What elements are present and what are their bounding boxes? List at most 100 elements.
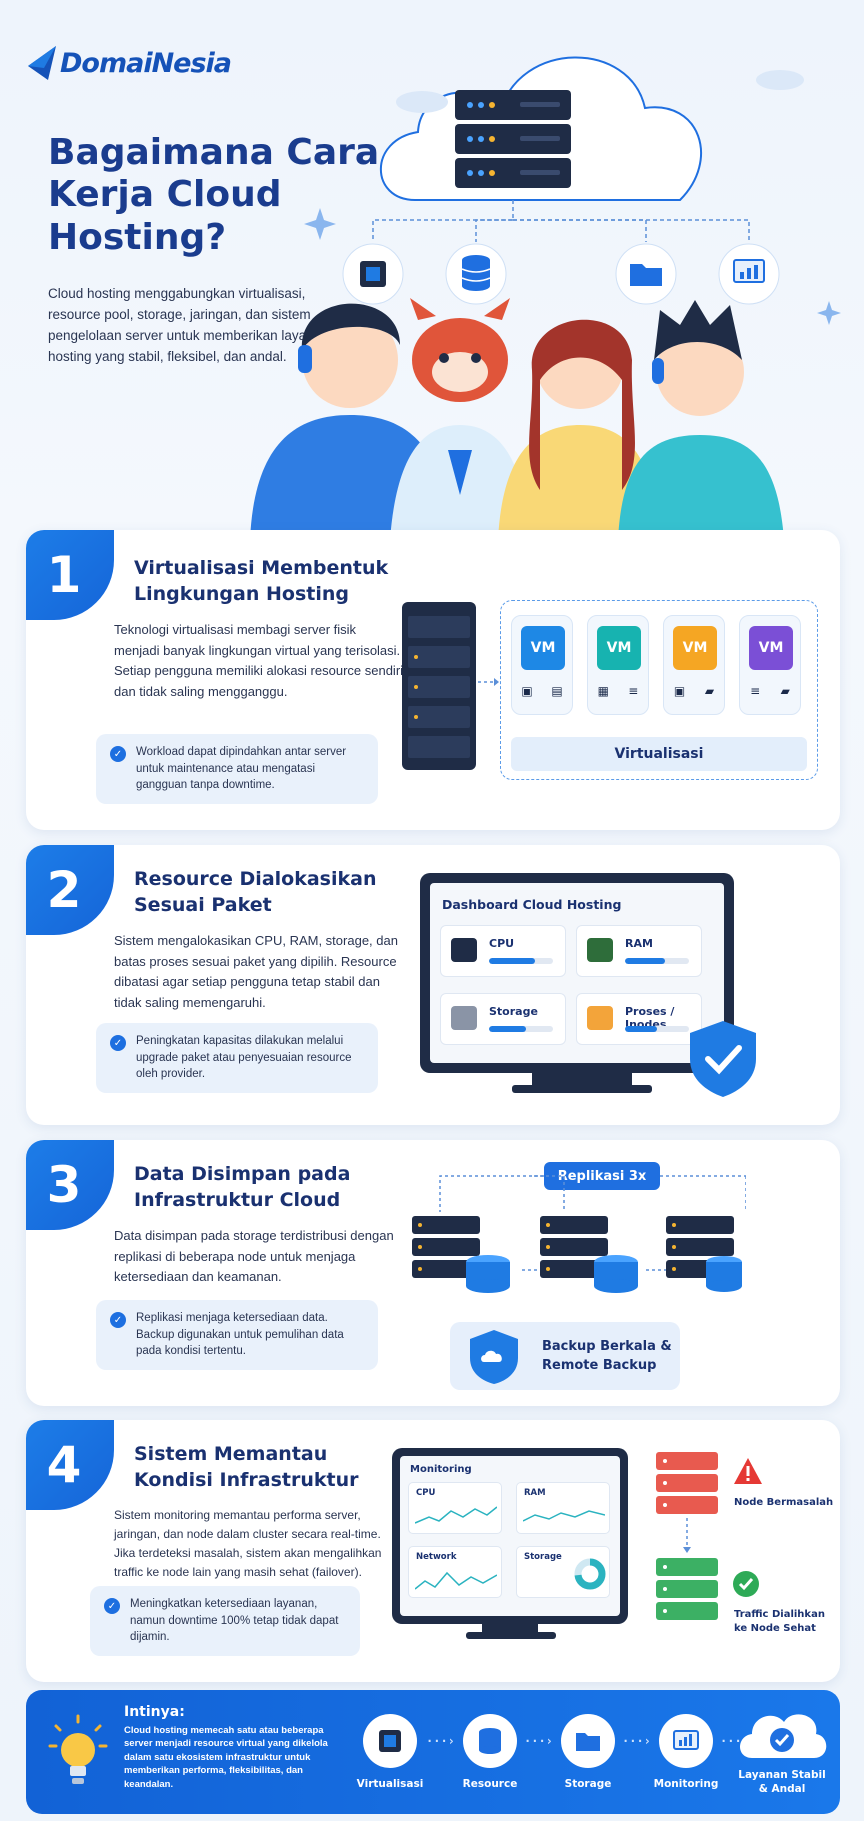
dashboard-title: Dashboard Cloud Hosting [442,897,622,912]
flow-result: Layanan Stabil & Andal [732,1704,832,1796]
chart-icon: ▤ [551,684,563,698]
summary-banner: Intinya: Cloud hosting memecah satu atau… [26,1690,840,1814]
database-icon [479,1728,501,1754]
failover-nodes [656,1452,718,1620]
step-3-card: 3 Data Disimpan pada Infrastruktur Cloud… [26,1140,840,1406]
dashboard-monitor: Dashboard Cloud Hosting CPU RAM Storage … [420,873,734,1073]
storage-node-icon [540,1216,638,1293]
flow-step-resource: Resource [446,1714,534,1790]
step-description: Sistem monitoring memantau performa serv… [114,1508,382,1579]
line-chart-icon [523,1510,605,1522]
server-ok-icon [656,1558,718,1620]
monitor-panel-cpu: CPU [408,1482,502,1534]
hero-description: Cloud hosting menggabungkan virtualisasi… [48,286,329,364]
check-icon: ✓ [104,1598,120,1614]
mascot-red-panda [390,298,530,540]
node-ok-label: Traffic Dialihkan ke Node Sehat [734,1609,825,1634]
chip-icon [342,243,404,305]
cloud-check-icon [740,1714,827,1758]
usage-bar [625,958,689,964]
line-chart-icon [415,1506,497,1524]
vm-card: VM ▣ ▰ [663,615,725,715]
arrow-icon: ···› [622,1734,651,1748]
chip-icon [451,938,477,962]
monitor-base [512,1085,652,1093]
sparkle-icon [817,301,841,325]
monitoring-monitor: Monitoring CPU RAM Network Storage [392,1448,628,1624]
vm-cube-icon: VM [597,626,641,670]
node-bad-label: Node Bermasalah [734,1497,834,1508]
step-number: 4 [26,1420,114,1510]
chip-icon [379,1730,401,1752]
storage-node-icon [666,1216,742,1292]
monitor-panel-ram: RAM [516,1482,610,1534]
vm-cube-icon: VM [673,626,717,670]
flow-step-monitoring: Monitoring [642,1714,730,1790]
check-icon: ✓ [110,1312,126,1328]
monitoring-screen: Monitoring CPU RAM Network Storage [400,1456,620,1616]
virtualization-label: Virtualisasi [511,737,807,771]
folder-icon [615,243,677,305]
step-note: ✓ Workload dapat dipindahkan antar serve… [96,734,378,805]
vm-card: VM ▦≡ [587,615,649,715]
folder-icon [587,1006,613,1030]
monitor-base [466,1632,556,1639]
step-4-card: 4 Sistem Memantau Kondisi Infrastruktur … [26,1420,840,1682]
vm-card: VM ≡▰ [739,615,801,715]
memory-icon: ▦ [597,684,609,698]
folder-icon: ▰ [780,684,790,698]
step-number: 3 [26,1140,114,1230]
vm-card: VM ▣▤ [511,615,573,715]
sparkle-icon [304,208,336,240]
shield-check-icon [690,1021,756,1097]
step-2-card: 2 Resource Dialokasikan Sesuai Paket Sis… [26,845,840,1125]
monitor-stand [482,1624,538,1634]
memory-icon [587,938,613,962]
flow-step-storage: Storage [544,1714,632,1790]
result-label: Layanan Stabil & Andal [738,1769,826,1796]
summary-title: Intinya: [124,1704,185,1720]
logo-mark-icon [28,46,56,80]
physical-server-icon [402,602,499,770]
hero-title: Bagaimana Cara Kerja Cloud Hosting? [48,132,380,258]
replication-nodes [412,1175,746,1293]
folder-icon [576,1733,600,1751]
usage-bar [489,958,553,964]
donut-chart-icon [574,1558,606,1590]
step-number: 1 [26,530,114,620]
hero-illustration [250,56,841,540]
resource-tile-ram: RAM [576,925,702,977]
warning-icon [734,1458,762,1484]
chart-icon [718,243,780,305]
resource-tile-processes: Proses / Inodes [576,993,702,1045]
step-description: Teknologi virtualisasi membagi server fi… [114,622,404,699]
disk-icon [451,1006,477,1030]
check-icon: ✓ [110,746,126,762]
flow-step-virtualization: Virtualisasi [346,1714,434,1790]
database-icon [445,243,507,305]
resource-tile-cpu: CPU [440,925,566,977]
summary-description: Cloud hosting memecah satu atau beberapa… [124,1725,328,1790]
backup-label: Backup Berkala & Remote Backup [542,1339,672,1373]
arrow-icon: ···› [524,1734,553,1748]
support-person-2 [498,319,660,540]
step-title: Data Disimpan pada Infrastruktur Cloud [134,1163,351,1211]
check-icon: ✓ [110,1035,126,1051]
monitoring-title: Monitoring [410,1464,472,1475]
monitor-panel-network: Network [408,1546,502,1598]
step-title: Virtualisasi Membentuk Lingkungan Hostin… [134,557,389,605]
folder-icon: ▰ [704,684,715,698]
monitor-panel-storage: Storage [516,1546,610,1598]
chip-icon: ▣ [673,684,686,698]
brand-name: DomaiNesia [60,47,232,79]
lightbulb-icon [48,1714,108,1784]
database-icon: ≡ [750,684,761,698]
virtualization-panel: VM ▣▤ VM ▦≡ VM ▣ ▰ VM ≡ ▰ Virtualisasi [500,600,818,780]
usage-bar [489,1026,553,1032]
vm-cube-icon: VM [521,626,565,670]
step-description: Data disimpan pada storage terdistribusi… [114,1228,394,1285]
backup-box: Backup Berkala & Remote Backup [450,1322,680,1390]
step-title: Resource Dialokasikan Sesuai Paket [134,868,377,916]
support-person-3 [618,300,784,540]
step-note: ✓ Peningkatan kapasitas dilakukan melalu… [96,1023,378,1094]
